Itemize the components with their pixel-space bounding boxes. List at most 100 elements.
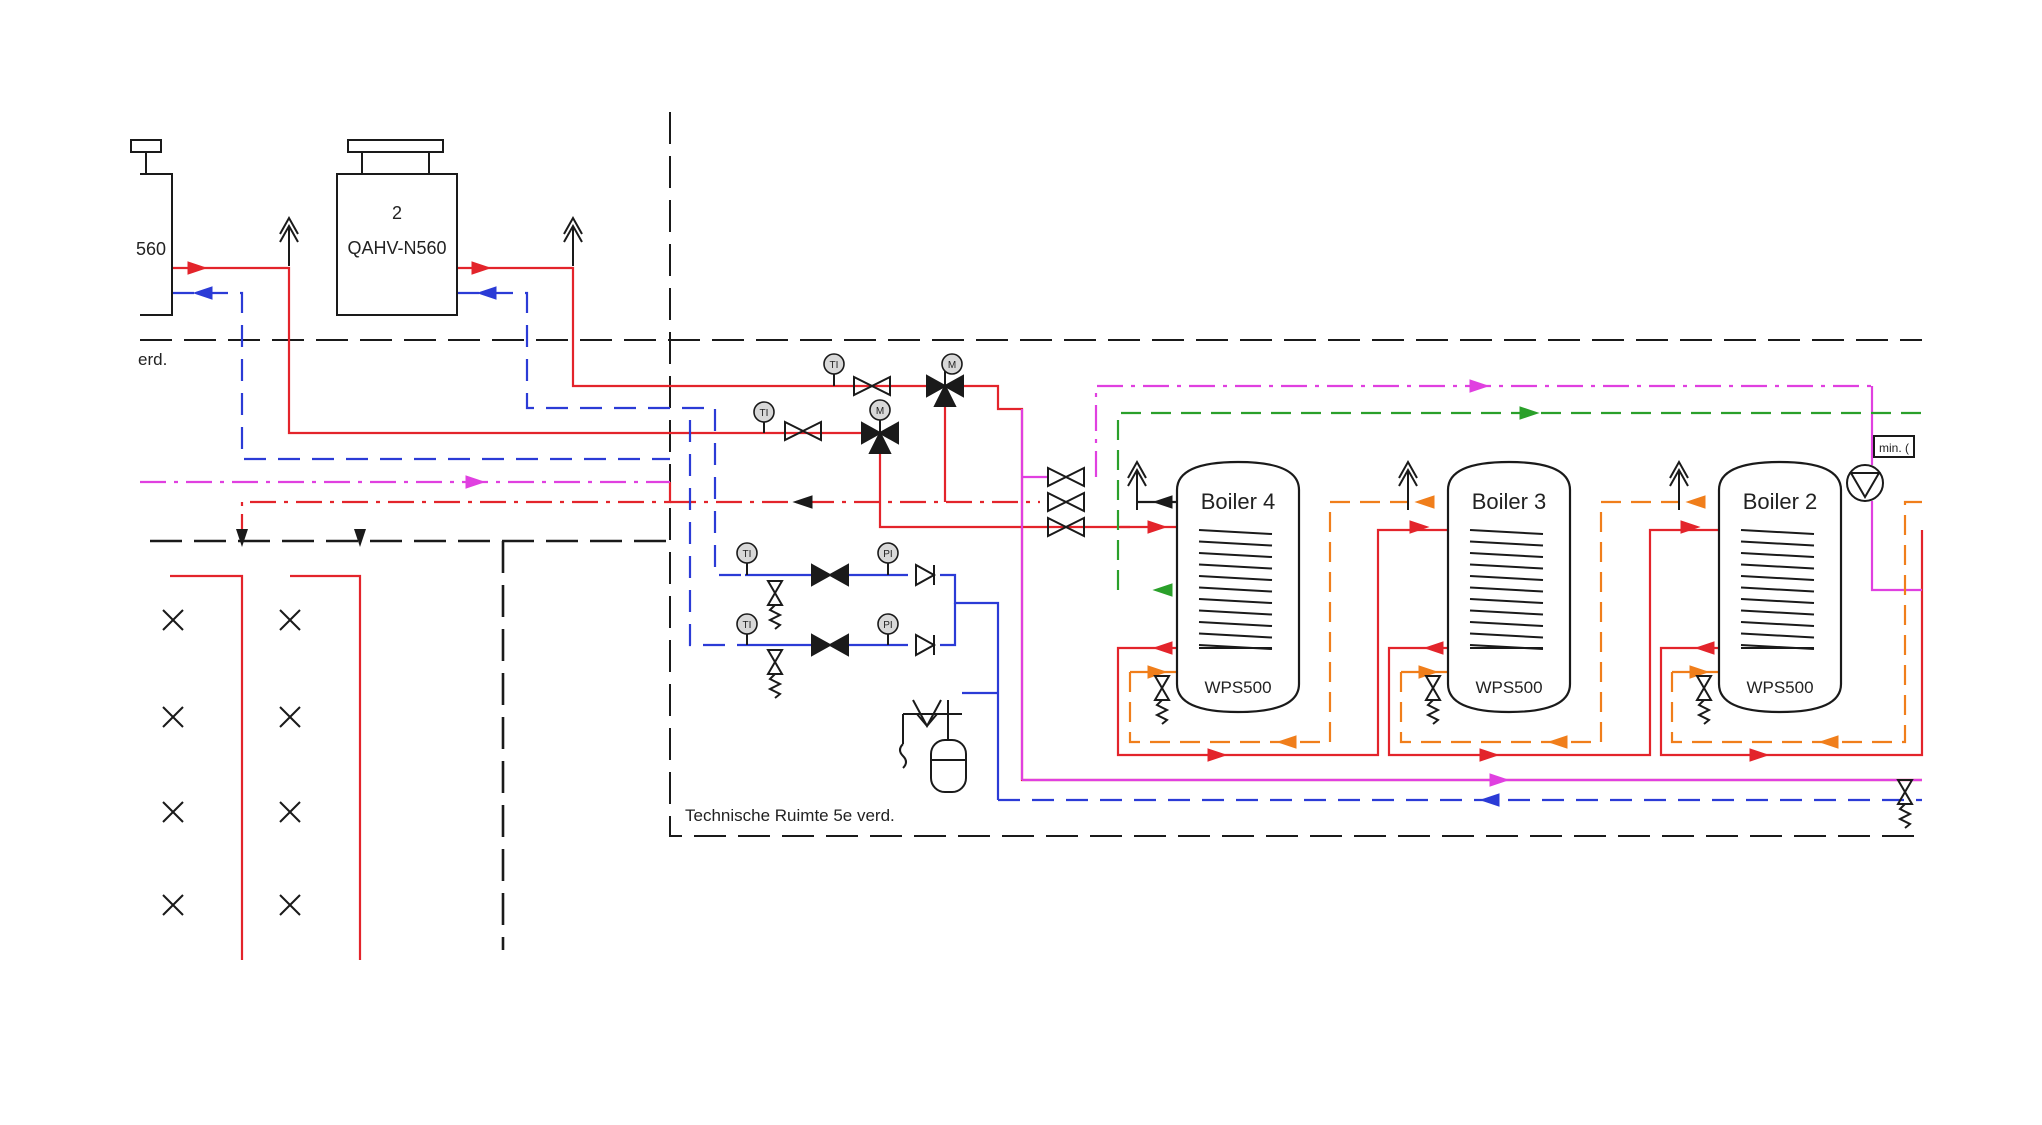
flow-arrow [354, 529, 366, 547]
drain-valve [1154, 675, 1170, 725]
drain-valve [1696, 675, 1712, 725]
flow-arrow [1423, 641, 1444, 655]
flow-arrow [187, 261, 208, 275]
flow-arrow [1680, 520, 1701, 534]
air-vent [279, 217, 299, 267]
heat-exchanger-coil [1740, 529, 1815, 535]
tap-point [162, 894, 184, 916]
heat-exchanger-coil [1469, 540, 1544, 547]
technical-room-label: Technische Ruimte 5e verd. [685, 806, 895, 825]
heat-exchanger-coil [1740, 598, 1815, 604]
instrument-bubble: TI [823, 353, 845, 386]
min-label: min. ( [1879, 441, 1909, 455]
instrument-bubble: PI [877, 542, 899, 575]
supply-return-dashed [240, 482, 672, 541]
heat-pump-2-model: QAHV-N560 [347, 238, 446, 258]
control-valve [811, 564, 849, 586]
flow-arrow [1547, 735, 1568, 749]
valve-symbols-layer: min. ( [162, 217, 1915, 916]
heat-exchanger-coil [1469, 621, 1544, 627]
supply-pipe [1116, 528, 1448, 757]
heat-exchanger-coil [1198, 598, 1273, 604]
heat-pump-1: 560 [130, 139, 173, 316]
heat-exchanger-coil [1469, 575, 1544, 581]
heat-exchanger-coil [1198, 563, 1273, 570]
return-pipe [688, 420, 745, 647]
flow-arrow [476, 286, 497, 300]
flow-arrow [1469, 379, 1490, 393]
supply-pipe [170, 574, 244, 960]
flow-arrow [1479, 748, 1500, 762]
heat-pump-2-number: 2 [392, 203, 402, 223]
heat-exchanger-coil [1198, 529, 1273, 535]
drain-valve [767, 580, 783, 630]
heat-exchanger-coil [1198, 586, 1273, 593]
heat-exchanger-coil [1740, 563, 1815, 570]
flow-arrow [1519, 406, 1540, 420]
boiler-title: Boiler 4 [1201, 489, 1276, 514]
supply-pipe [1387, 528, 1719, 757]
svg-text:TI: TI [743, 620, 752, 631]
boiler-title: Boiler 3 [1472, 489, 1547, 514]
three-way-valve [926, 367, 964, 407]
orange-loop [1670, 500, 1922, 744]
orange-loop [1128, 500, 1408, 744]
flow-arrow [1152, 641, 1173, 655]
safety-valve [899, 699, 962, 769]
circulation-pipe [1870, 501, 1922, 592]
heat-exchanger-coil [1740, 540, 1815, 547]
return-pipe [940, 603, 957, 647]
supply-pipe [1659, 530, 1924, 757]
heat-exchanger-coil [1740, 632, 1815, 639]
heat-exchanger-coil [1469, 598, 1544, 604]
flow-arrow [192, 286, 213, 300]
control-valve [811, 634, 849, 656]
svg-text:TI: TI [830, 360, 839, 371]
heat-exchanger-coil [1469, 609, 1544, 616]
flow-arrow [792, 495, 813, 509]
drain-valve [1897, 779, 1913, 829]
flow-arrow [1207, 748, 1228, 762]
heat-exchanger-coil [1198, 621, 1273, 627]
boiler-tank: Boiler 2 WPS500 [1717, 460, 1843, 714]
boiler-title: Boiler 2 [1743, 489, 1818, 514]
heat-exchanger-coil [1198, 540, 1273, 547]
flow-arrow [1409, 520, 1430, 534]
flow-arrow [1152, 583, 1173, 597]
flow-arrow [1152, 495, 1173, 509]
drain-valve [767, 649, 783, 699]
boiler-model: WPS500 [1746, 678, 1813, 697]
tap-point [162, 706, 184, 728]
heat-exchanger-coil [1740, 552, 1815, 558]
flow-arrow [465, 475, 486, 489]
circulation-pipe [1094, 384, 1872, 477]
return-pipe [457, 291, 745, 577]
check-valve [915, 564, 935, 586]
heat-exchanger-coil [1198, 632, 1273, 639]
heat-exchanger-coil [1469, 529, 1544, 535]
room-boundary-line [669, 112, 1922, 837]
heat-exchanger-coil [1198, 552, 1273, 558]
heat-exchanger-coil [1740, 621, 1815, 627]
svg-text:PI: PI [883, 620, 892, 631]
instrument-bubble: M [941, 353, 963, 375]
heat-exchanger-coil [1740, 586, 1815, 593]
isolation-valve [784, 421, 822, 441]
tap-point [279, 894, 301, 916]
svg-text:M: M [948, 360, 956, 371]
flow-arrow [1147, 520, 1168, 534]
tap-point [279, 706, 301, 728]
heat-exchanger-coil [1740, 575, 1815, 581]
flow-arrow [1694, 641, 1715, 655]
flow-arrows-layer [187, 261, 1839, 807]
flow-arrow [1479, 793, 1500, 807]
circulation-pump [1846, 464, 1884, 502]
expansion-vessel [930, 700, 967, 793]
heat-exchanger-coil [1469, 563, 1544, 570]
flow-arrow [1489, 773, 1510, 787]
tap-point [162, 609, 184, 631]
svg-text:TI: TI [760, 408, 769, 419]
